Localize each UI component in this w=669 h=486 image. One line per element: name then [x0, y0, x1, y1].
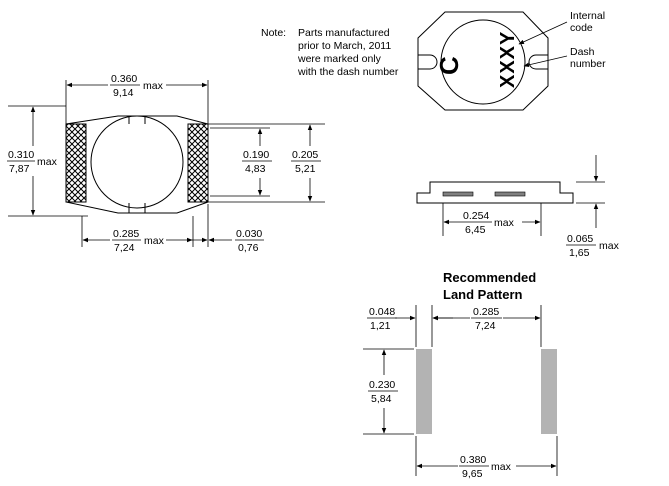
internal-code-label-1: Internal [570, 10, 605, 22]
dim-height-left-in: 0.310 [8, 149, 34, 161]
dim-height-left-suffix: max [37, 156, 58, 168]
marking-body-outline [417, 11, 549, 111]
dim-width-bottom-mm: 7,24 [114, 242, 135, 254]
dim-width-top-in: 0.360 [111, 73, 137, 85]
note-line-4: with the dash number [297, 66, 399, 78]
land-pad-width-mm: 1,21 [370, 320, 391, 332]
note-line-3: were marked only [297, 53, 382, 65]
land-pad-height-in: 0.230 [369, 379, 395, 391]
marking-view: C XXXY Internal code Dash number [417, 10, 606, 111]
land-pad-right [541, 349, 557, 434]
land-total-width-mm: 9,65 [462, 468, 483, 480]
land-pad-left [416, 349, 432, 434]
note-block: Note: Parts manufactured prior to March,… [261, 27, 399, 78]
side-pad-right [494, 191, 526, 197]
dim-side-height-in: 0.065 [567, 233, 593, 245]
ext-right [195, 123, 325, 203]
dash-number-text: XXXY [497, 31, 519, 88]
dim-width-top-mm: 9,14 [113, 87, 134, 99]
dim-height-left-mm: 7,87 [9, 163, 30, 175]
land-ext-bottom [415, 436, 558, 476]
left-terminal-hatch [65, 123, 87, 203]
ext-left [8, 105, 88, 217]
land-total-width-suffix: max [491, 461, 512, 473]
land-total-width-in: 0.380 [460, 454, 486, 466]
land-pad-gap-in: 0.285 [473, 306, 499, 318]
body-notches [128, 116, 146, 213]
dash-number-label-1: Dash [570, 46, 595, 58]
dim-term-width-mm: 0,76 [238, 242, 259, 254]
dim-term-width-in: 0.030 [236, 228, 262, 240]
dim-side-width-in: 0.254 [463, 210, 489, 222]
land-ext-left [363, 348, 414, 435]
note-prefix: Note: [261, 27, 286, 39]
marking-left-tab [418, 54, 438, 70]
land-pad-gap-mm: 7,24 [475, 320, 496, 332]
land-pattern: Recommended Land Pattern 0.048 1,21 0.28… [363, 270, 558, 480]
dim-side-height-mm: 1,65 [569, 247, 590, 259]
note-line-1: Parts manufactured [298, 27, 390, 39]
marking-right-tab [528, 54, 548, 70]
dim-side-width-mm: 6,45 [465, 224, 486, 236]
dim-width-bottom-suffix: max [144, 235, 165, 247]
dash-number-label-2: number [570, 58, 606, 70]
dim-side-height-suffix: max [599, 240, 620, 252]
land-pad-height-mm: 5,84 [371, 393, 392, 405]
side-pad-left [442, 191, 474, 197]
top-view: 0.360 9,14 max 0.310 7,87 max 0.190 4,83… [7, 73, 325, 254]
land-title-1: Recommended [443, 270, 536, 285]
marking-circle [440, 19, 526, 105]
side-ext-horizontal [576, 181, 605, 204]
land-ext-top [415, 305, 542, 347]
inductor-body-outline [65, 115, 209, 214]
dim-inner-height-in: 0.190 [243, 149, 269, 161]
internal-code-leader [518, 21, 568, 45]
ext-top [65, 80, 209, 124]
internal-code-label-2: code [570, 22, 593, 34]
side-view: 0.254 6,45 max 0.065 1,65 max [416, 155, 620, 259]
right-terminal-hatch [187, 123, 209, 203]
core-circle [90, 115, 184, 209]
dim-outer-height-mm: 5,21 [295, 163, 316, 175]
dim-side-width-suffix: max [494, 217, 515, 229]
dim-width-bottom-in: 0.285 [113, 228, 139, 240]
dash-number-leader [523, 55, 568, 68]
side-ext-vertical [442, 203, 542, 236]
land-title-2: Land Pattern [443, 287, 523, 302]
note-line-2: prior to March, 2011 [298, 40, 391, 52]
ext-bottom [81, 204, 209, 247]
dim-width-top-suffix: max [143, 80, 164, 92]
internal-code-char: C [434, 56, 464, 75]
side-body-outline [416, 181, 574, 204]
dim-inner-height-mm: 4,83 [245, 163, 266, 175]
dim-outer-height-in: 0.205 [292, 149, 318, 161]
land-pad-width-in: 0.048 [369, 306, 395, 318]
